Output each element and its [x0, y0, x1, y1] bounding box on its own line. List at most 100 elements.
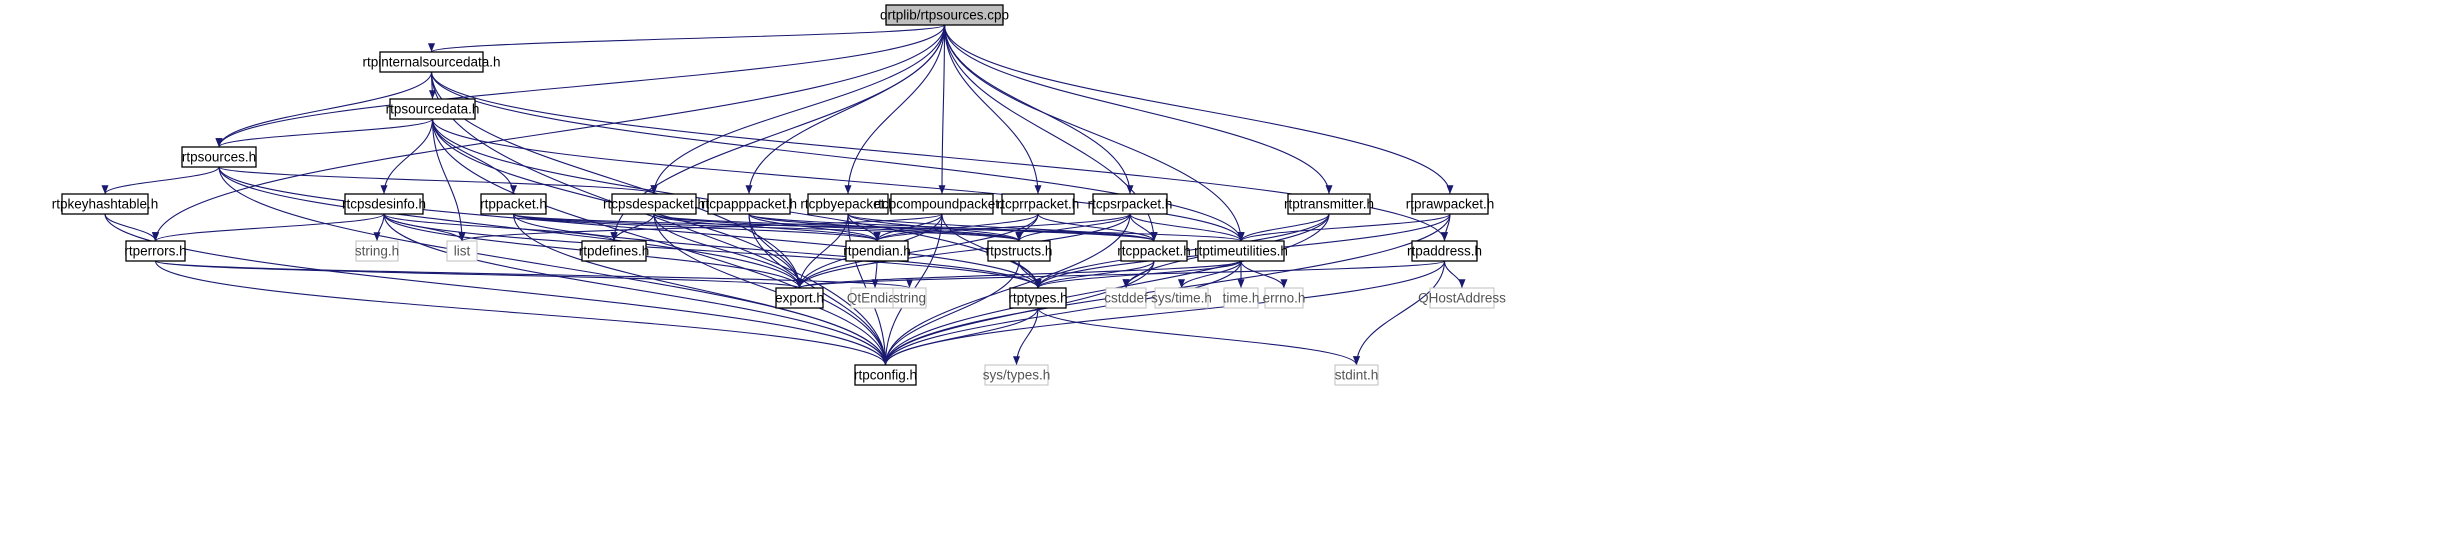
- node-label: list: [454, 244, 471, 259]
- edge-rtpsources-cpp-to-rtcpbyepacket-h: [844, 24, 946, 195]
- node-rtpkeyhashtable-h[interactable]: rtpkeyhashtable.h: [52, 193, 159, 215]
- node-rtpinternalsourcedata-h[interactable]: rtpinternalsourcedata.h: [362, 51, 501, 73]
- node-rtcpbyepacket-h[interactable]: rtcpbyepacket.h: [800, 193, 896, 215]
- node-rtcppacket-h[interactable]: rtcppacket.h: [1117, 240, 1191, 262]
- node-label: export.h: [775, 291, 824, 306]
- edge-rtpsources-cpp-to-rtcpsdespacket-h: [650, 24, 946, 195]
- node-rtcpsdesinfo-h[interactable]: rtcpsdesinfo.h: [342, 193, 426, 215]
- node-label: rtpsourcedata.h: [386, 102, 480, 117]
- edges-layer: [101, 24, 1466, 366]
- edge-rtpsources-cpp-to-rtptimeutilities-h: [943, 24, 1245, 242]
- edge-rtptimeutilities-h-to-rtpconfig-h: [882, 260, 1242, 366]
- node-label: rtpstructs.h: [986, 244, 1053, 259]
- edge-rtpkeyhashtable-h-to-rtperrors-h: [104, 213, 159, 242]
- node-box: [854, 364, 917, 386]
- node-box: [581, 240, 647, 262]
- edge-rtcpapppacket-h-to-rtcppacket-h: [748, 213, 1158, 242]
- edge-rtcpsdesinfo-h-to-rtpconfig-h: [383, 213, 889, 366]
- node-rtpconfig-h[interactable]: rtpconfig.h: [854, 364, 917, 386]
- edge-rtpsources-h-to-rtpkeyhashtable-h: [101, 166, 220, 195]
- edge-rtptimeutilities-h-to-sys-time-h: [1178, 260, 1242, 289]
- edge-rtpsources-cpp-to-rtcpapppacket-h: [745, 24, 946, 195]
- node-box: [1120, 240, 1188, 262]
- node-label: rtcppacket.h: [1117, 244, 1191, 259]
- node-rtpstructs-h[interactable]: rtpstructs.h: [986, 240, 1053, 262]
- node-rtperrors-h[interactable]: rtperrors.h: [124, 240, 187, 262]
- node-box: [1009, 287, 1067, 309]
- node-box: [1105, 287, 1147, 309]
- node-box: [807, 193, 889, 215]
- edge-rtcprrpacket-h-to-rtcppacket-h: [1037, 213, 1158, 242]
- edge-rtpsourcedata-h-to-list: [431, 118, 466, 242]
- edge-rtperrors-h-to-rtpconfig-h: [154, 260, 889, 366]
- edge-rtcpsdespacket-h-to-rtpconfig-h: [653, 213, 889, 366]
- edge-rtpaddress-h-to-stdint-h: [1352, 260, 1446, 366]
- edge-rtptimeutilities-h-to-errno-h: [1240, 260, 1288, 289]
- node-label: rtptimeutilities.h: [1194, 244, 1288, 259]
- node-rtptypes-h[interactable]: rtptypes.h: [1008, 287, 1068, 309]
- node-box: [1411, 240, 1478, 262]
- node-box: [125, 240, 186, 262]
- node-rtprawpacket-h[interactable]: rtprawpacket.h: [1406, 193, 1495, 215]
- node-box: [775, 287, 824, 309]
- node-label: rtpendian.h: [843, 244, 911, 259]
- edge-rtptypes-h-to-rtpconfig-h: [882, 307, 1039, 366]
- node-export-h[interactable]: export.h: [775, 287, 824, 309]
- edge-rtpinternalsourcedata-h-to-rtptimeutilities-h: [430, 71, 1245, 242]
- edge-rtptimeutilities-h-to-export-h: [796, 260, 1242, 289]
- edge-rtcpsdesinfo-h-to-string-h: [373, 213, 385, 242]
- edge-rtcpsdesinfo-h-to-rtperrors-h: [152, 213, 385, 242]
- edge-rtpsources-cpp-to-rtcprrpacket-h: [943, 24, 1042, 195]
- edge-rtpsources-h-to-rtcpsdespacket-h: [218, 166, 658, 195]
- node-rtcpsrpacket-h[interactable]: rtcpsrpacket.h: [1088, 193, 1173, 215]
- node-label: sys/types.h: [983, 368, 1051, 383]
- node-label: sys/time.h: [1151, 291, 1212, 306]
- node-rtptransmitter-h[interactable]: rtptransmitter.h: [1284, 193, 1374, 215]
- node-box: [1092, 193, 1168, 215]
- node-label: rtpdefines.h: [579, 244, 650, 259]
- node-label: rtcprrpacket.h: [997, 197, 1080, 212]
- node-rtcpapppacket-h[interactable]: rtcpapppacket.h: [701, 193, 797, 215]
- edge-rtcprrpacket-h-to-rtpendian-h: [873, 213, 1039, 242]
- node-rtpdefines-h[interactable]: rtpdefines.h: [579, 240, 650, 262]
- node-box: [984, 364, 1049, 386]
- node-label: rtptransmitter.h: [1284, 197, 1374, 212]
- edge-rtpsources-h-to-export-h: [218, 166, 803, 289]
- edge-rtcpapppacket-h-to-export-h: [748, 213, 804, 289]
- node-label: time.h: [1223, 291, 1260, 306]
- node-rtcprrpacket-h[interactable]: rtcprrpacket.h: [997, 193, 1080, 215]
- edge-rtcpapppacket-h-to-rtpstructs-h: [748, 213, 1023, 242]
- node-rtpsources-h[interactable]: rtpsources.h: [181, 146, 257, 168]
- node-string-h: string.h: [355, 240, 399, 262]
- edge-rtpaddress-h-to-export-h: [796, 260, 1446, 289]
- edge-rtpinternalsourcedata-h-to-rtpsources-h: [215, 71, 433, 148]
- edge-rtcpcompoundpacket-h-to-list: [458, 213, 943, 242]
- node-rtpaddress-h[interactable]: rtpaddress.h: [1407, 240, 1482, 262]
- edge-rtcpsrpacket-h-to-rtpstructs-h: [1015, 213, 1131, 242]
- edge-rtpsourcedata-h-to-rtptimeutilities-h: [431, 118, 1245, 242]
- edge-rtcpsrpacket-h-to-rtpendian-h: [873, 213, 1131, 242]
- node-rtcpsdespacket-h[interactable]: rtcpsdespacket.h: [603, 193, 705, 215]
- edge-rtpaddress-h-to-qhostaddress: [1443, 260, 1466, 289]
- node-box: [1001, 193, 1075, 215]
- node-rtpendian-h[interactable]: rtpendian.h: [843, 240, 911, 262]
- edge-rtcpsdespacket-h-to-rtpendian-h: [653, 213, 881, 242]
- node-rtppacket-h[interactable]: rtppacket.h: [480, 193, 547, 215]
- node-rtpsourcedata-h[interactable]: rtpsourcedata.h: [386, 98, 480, 120]
- edge-rtptypes-h-to-sys-types-h: [1012, 307, 1039, 366]
- edge-rtperrors-h-to-export-h: [154, 260, 803, 289]
- node-rtptimeutilities-h[interactable]: rtptimeutilities.h: [1194, 240, 1288, 262]
- node-box: [355, 240, 399, 262]
- node-string: string: [892, 287, 927, 309]
- node-label: rtcpsrpacket.h: [1088, 197, 1173, 212]
- node-label: rtcpsdesinfo.h: [342, 197, 426, 212]
- node-label: string.h: [355, 244, 399, 259]
- node-box: [1411, 193, 1489, 215]
- node-label: cstddef: [1104, 291, 1148, 306]
- node-box: [480, 193, 547, 215]
- node-sys-types-h: sys/types.h: [983, 364, 1051, 386]
- edge-rtcpsrpacket-h-to-rtpconfig-h: [882, 213, 1131, 366]
- edge-rtcpsrpacket-h-to-export-h: [796, 213, 1131, 289]
- node-rtcpcompoundpacket-h[interactable]: rtcpcompoundpacket.h: [874, 193, 1011, 215]
- node-stdint-h: stdint.h: [1334, 364, 1379, 386]
